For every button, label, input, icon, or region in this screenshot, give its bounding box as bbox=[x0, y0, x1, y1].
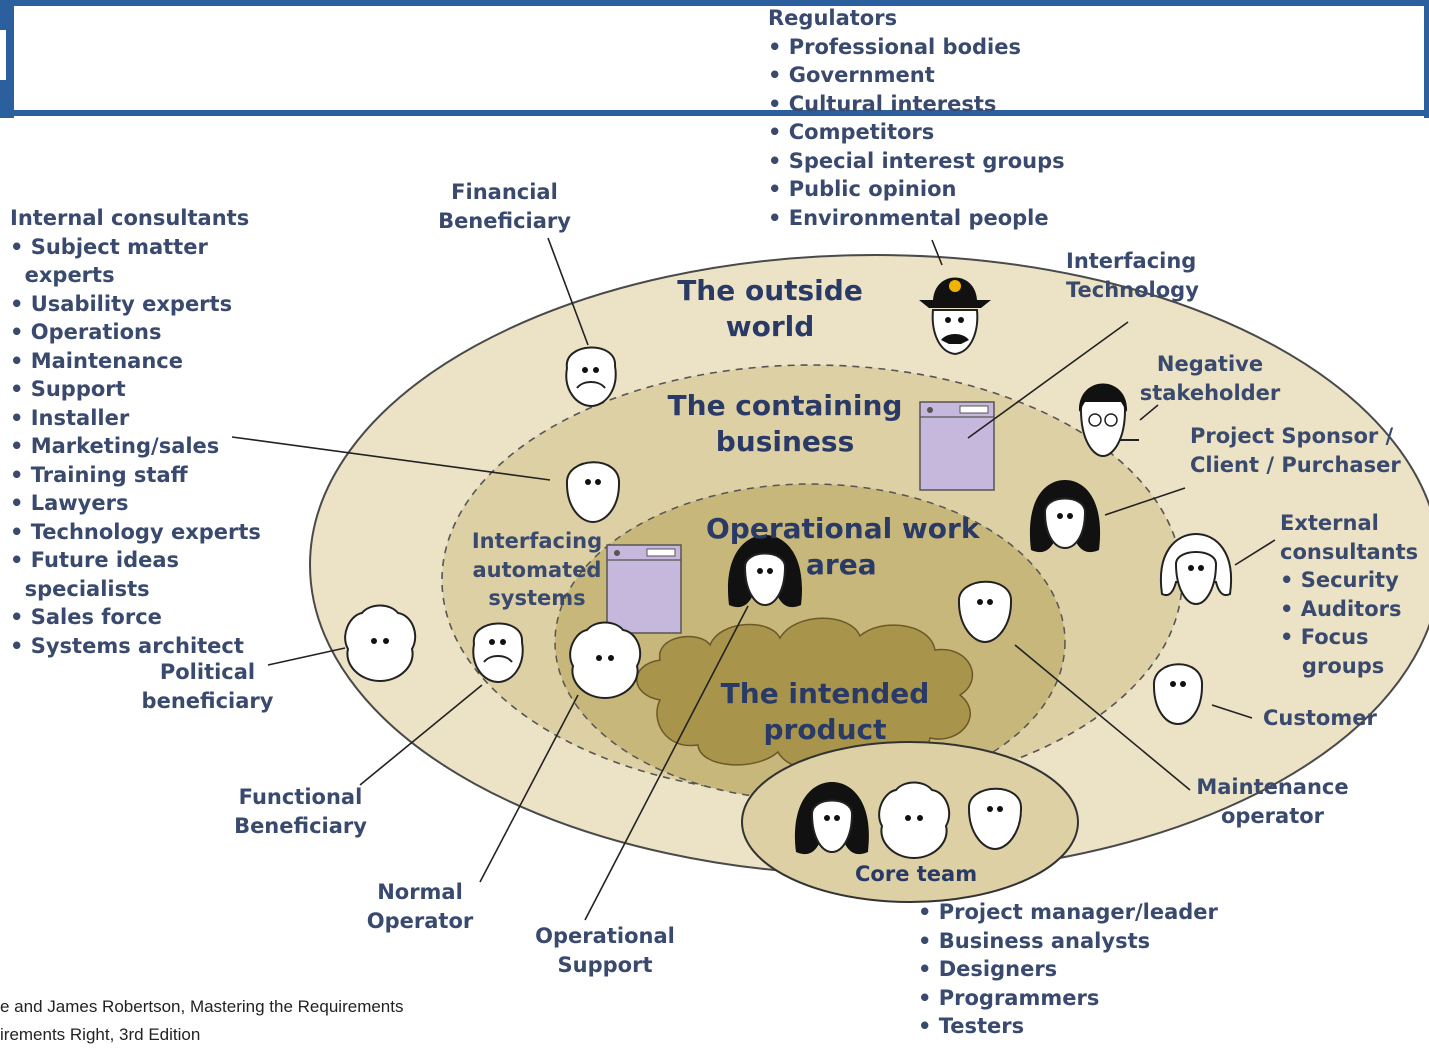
leader-normal bbox=[479, 694, 579, 883]
header-logo-block bbox=[0, 0, 14, 118]
label-functional-beneficiary: Functional Beneficiary bbox=[234, 785, 367, 838]
header-bottom-border bbox=[0, 110, 1429, 116]
label-external-consultants: External consultants • Security • Audito… bbox=[1280, 511, 1419, 678]
label-core-team-members: • Project manager/leader • Business anal… bbox=[918, 900, 1218, 1038]
customer-face-icon bbox=[1152, 663, 1204, 726]
maintenance-operator-face-icon bbox=[957, 580, 1013, 644]
interfacing-automated-system-icon bbox=[606, 544, 682, 634]
label-maintenance-operator: Maintenance operator bbox=[1196, 775, 1349, 828]
leader-regulators bbox=[931, 239, 943, 266]
core-team-member-3-face-icon bbox=[967, 787, 1023, 851]
negative-stakeholder-face-icon bbox=[1078, 383, 1139, 458]
leader-sponsor bbox=[1104, 487, 1186, 516]
operational-support-face-icon bbox=[727, 535, 803, 608]
label-negative-stakeholder: Negative stakeholder bbox=[1139, 352, 1281, 405]
leader-functional bbox=[359, 684, 483, 786]
regulator-face-icon bbox=[919, 277, 991, 356]
label-interfacing-technology: Interfacing Technology bbox=[1066, 249, 1199, 302]
zone-intended-product: The intended product bbox=[720, 677, 930, 746]
faces bbox=[344, 277, 1233, 860]
label-regulators: Regulators • Professional bodies • Gover… bbox=[768, 6, 1065, 230]
zone-operational-work-area-line2: area bbox=[806, 548, 877, 581]
label-political-beneficiary: Political beneficiary bbox=[141, 660, 274, 713]
header-logo-notch bbox=[0, 30, 6, 80]
leader-financial bbox=[547, 237, 589, 346]
source-credit: e and James Robertson, Mastering the Req… bbox=[0, 997, 404, 1044]
leader-external bbox=[1234, 539, 1276, 566]
interfacing-technology-system-icon bbox=[919, 401, 995, 491]
financial-beneficiary-face-icon bbox=[565, 346, 617, 408]
leader-customer bbox=[1211, 704, 1253, 719]
external-consultant-face-icon bbox=[1159, 532, 1233, 606]
political-beneficiary-face-icon bbox=[344, 604, 417, 683]
functional-beneficiary-face-icon bbox=[472, 622, 524, 684]
label-interfacing-automated-systems: Interfacing automated systems bbox=[471, 529, 603, 610]
core-team-member-1-face-icon bbox=[794, 782, 870, 855]
zone-core-team: Core team bbox=[855, 862, 978, 886]
header-right-border bbox=[1424, 0, 1429, 118]
label-internal-consultants: Internal consultants • Subject matter ex… bbox=[10, 206, 261, 658]
leader-lines bbox=[231, 237, 1276, 921]
zone-containing-business: The containing business bbox=[667, 389, 903, 458]
label-normal-operator: Normal Operator bbox=[366, 880, 474, 933]
label-operational-support: Operational Support bbox=[535, 924, 675, 977]
zone-operational-work-area: Operational work bbox=[706, 512, 980, 545]
zone-outside-world: The outside world bbox=[677, 274, 863, 343]
header-frame bbox=[0, 0, 1429, 118]
normal-operator-face-icon bbox=[569, 621, 642, 700]
leader-operational-support bbox=[584, 605, 749, 921]
intended-product-cloud bbox=[636, 617, 974, 770]
leader-internal-consultants bbox=[231, 436, 551, 481]
leader-political bbox=[267, 647, 346, 666]
leader-interfacing-tech bbox=[967, 321, 1129, 439]
header-top-border bbox=[0, 0, 1429, 6]
label-project-sponsor: Project Sponsor / Client / Purchaser bbox=[1190, 424, 1401, 477]
core-team-member-2-face-icon bbox=[878, 781, 951, 860]
project-sponsor-face-icon bbox=[1029, 480, 1101, 553]
leader-negative bbox=[1139, 404, 1159, 421]
leader-maintenance bbox=[1014, 644, 1191, 791]
internal-consultant-face-icon bbox=[565, 461, 621, 524]
label-financial-beneficiary: Financial Beneficiary bbox=[438, 180, 571, 233]
label-customer: Customer bbox=[1263, 706, 1377, 730]
